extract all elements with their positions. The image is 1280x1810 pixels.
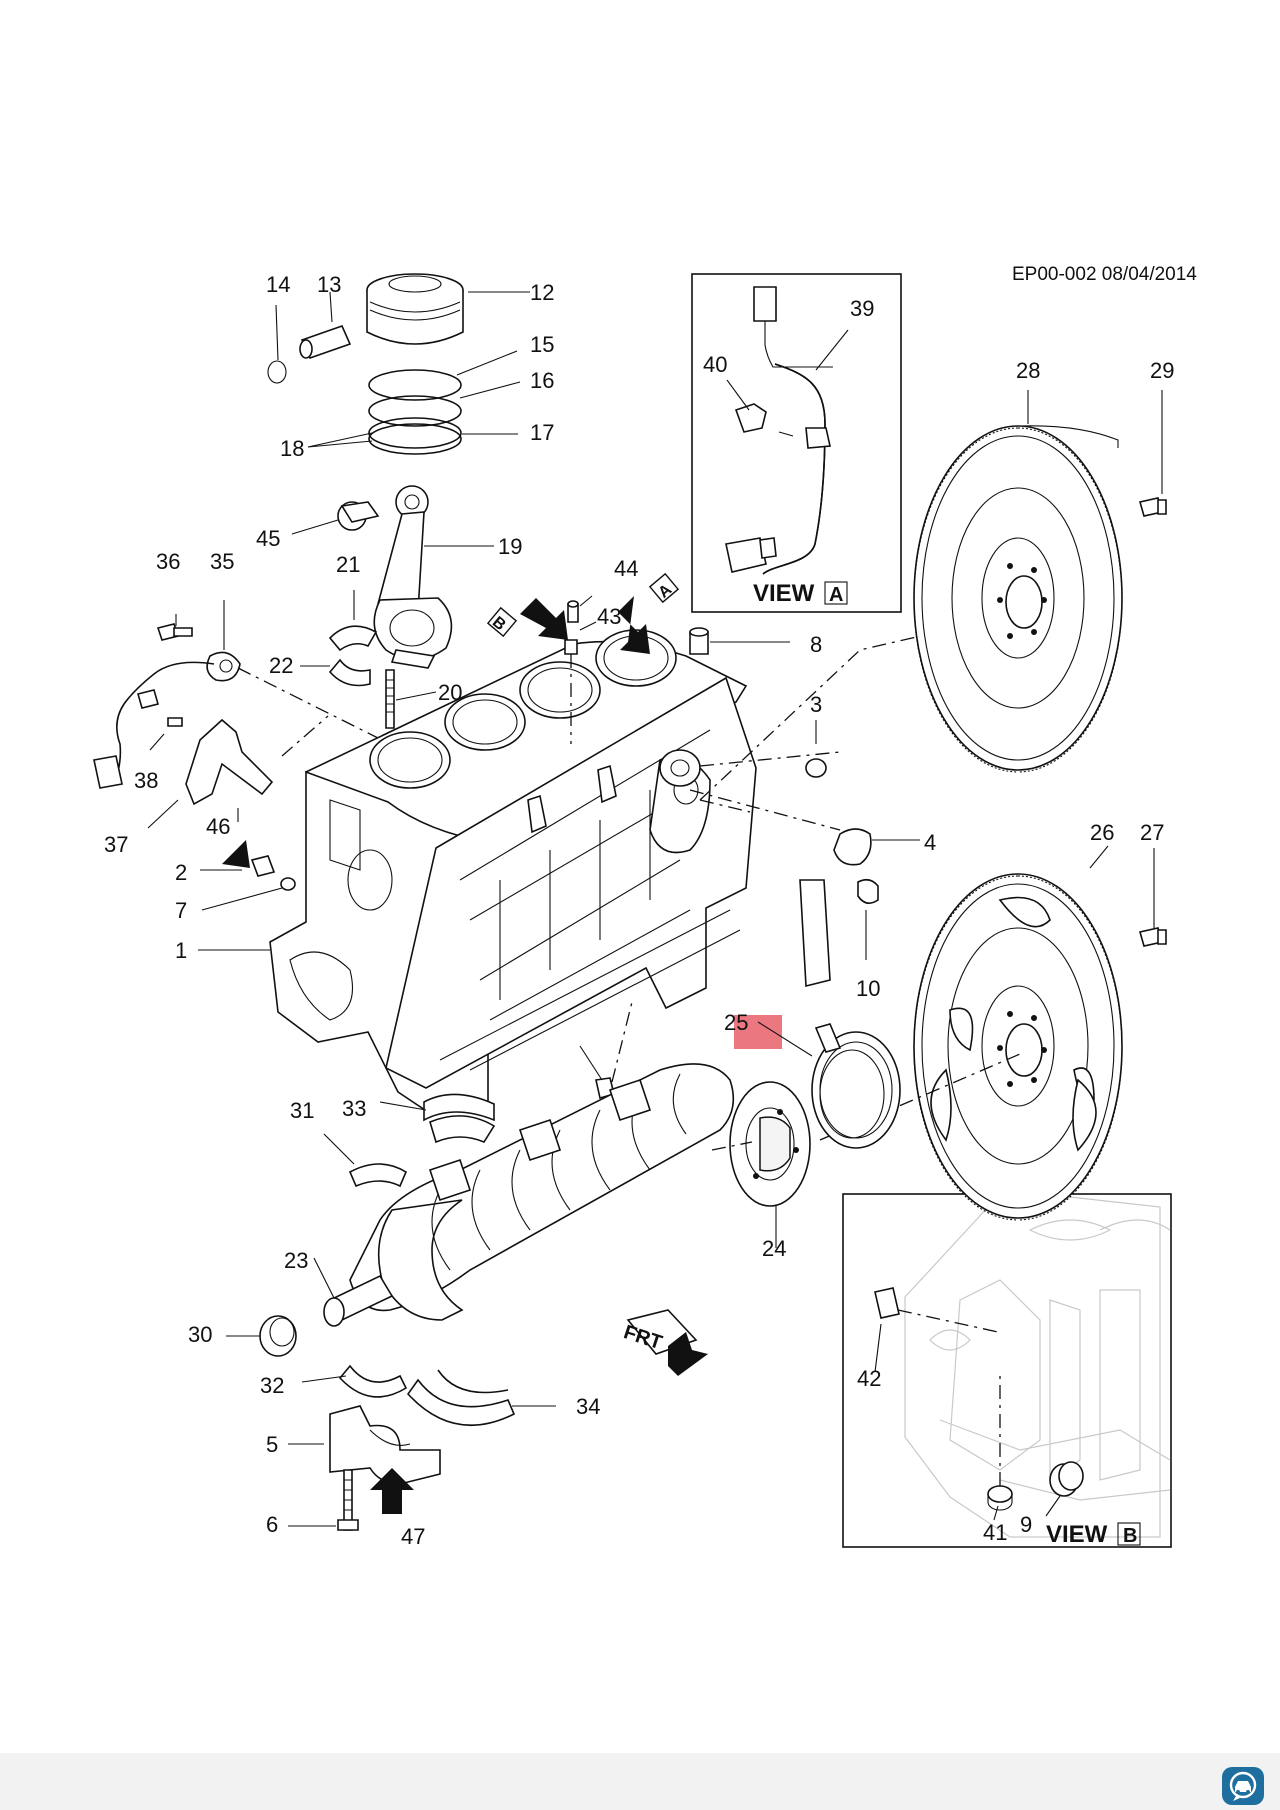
callout-2: 2 xyxy=(175,860,187,885)
view-a-inset: 39 40 VIEW A xyxy=(691,273,902,613)
callout-37: 37 xyxy=(104,832,128,857)
callout-22: 22 xyxy=(269,653,293,678)
callout-17: 17 xyxy=(530,420,554,445)
crankshaft: 23 30 xyxy=(188,1063,735,1357)
callout-15: 15 xyxy=(530,332,554,357)
callout-33: 33 xyxy=(342,1096,366,1121)
callout-25: 25 xyxy=(724,1010,748,1035)
callout-28: 28 xyxy=(1016,358,1040,383)
doc-reference: EP00-002 08/04/2014 xyxy=(1012,264,1197,285)
callout-31: 31 xyxy=(290,1098,314,1123)
callout-44: 44 xyxy=(614,556,638,581)
callout-35: 35 xyxy=(210,549,234,574)
flexplate-lower: 26 27 xyxy=(819,820,1167,1221)
engine-block: 44 43 8 3 4 10 11 2 7 1 xyxy=(175,556,991,1113)
callout-47: 47 xyxy=(401,1524,425,1549)
callout-13: 13 xyxy=(317,272,341,297)
rear-seal-and-plate: 25 24 xyxy=(711,1010,901,1261)
callout-14: 14 xyxy=(266,272,290,297)
callout-1: 1 xyxy=(175,938,187,963)
callout-32: 32 xyxy=(260,1373,284,1398)
callout-26: 26 xyxy=(1090,820,1114,845)
engine-block-exploded-diagram: EP00-002 08/04/2014 39 40 VIEW A xyxy=(93,264,1197,1549)
car-service-chat-icon xyxy=(1229,1771,1257,1801)
piston-assembly: 14 13 12 15 16 17 18 45 19 21 22 20 xyxy=(256,272,554,729)
callout-40: 40 xyxy=(703,352,727,377)
callout-27: 27 xyxy=(1140,820,1164,845)
callout-38: 38 xyxy=(134,768,158,793)
callout-3: 3 xyxy=(810,692,822,717)
callout-5: 5 xyxy=(266,1432,278,1457)
view-b-label: VIEW xyxy=(1046,1521,1108,1548)
callout-46: 46 xyxy=(206,814,230,839)
callout-18: 18 xyxy=(280,436,304,461)
view-a-letter: A xyxy=(829,584,843,606)
callout-16: 16 xyxy=(530,368,554,393)
callout-19: 19 xyxy=(498,534,522,559)
callout-4: 4 xyxy=(924,830,936,855)
flywheel-upper: 28 29 xyxy=(913,358,1174,773)
view-arrows: B A 46 xyxy=(206,572,680,868)
front-marker: FRT xyxy=(621,1309,708,1376)
callout-6: 6 xyxy=(266,1512,278,1537)
callout-30: 30 xyxy=(188,1322,212,1347)
callout-34: 34 xyxy=(576,1394,600,1419)
callout-7: 7 xyxy=(175,898,187,923)
callout-24: 24 xyxy=(762,1236,786,1261)
view-b-inset: 42 41 9 VIEW B xyxy=(842,1193,1172,1548)
callout-45: 45 xyxy=(256,526,280,551)
bearing-cap: 5 6 47 xyxy=(266,1405,441,1549)
callout-42: 42 xyxy=(857,1366,881,1391)
callout-21: 21 xyxy=(336,552,360,577)
callout-43: 43 xyxy=(597,604,621,629)
knock-sensor-harness: 36 35 38 37 xyxy=(93,549,379,857)
callout-10: 10 xyxy=(856,976,880,1001)
callout-12: 12 xyxy=(530,280,554,305)
main-bearings: 33 31 32 34 xyxy=(260,1093,600,1426)
callout-29: 29 xyxy=(1150,358,1174,383)
callout-39: 39 xyxy=(850,296,874,321)
callout-36: 36 xyxy=(156,549,180,574)
view-a-label: VIEW xyxy=(753,580,815,607)
callout-41: 41 xyxy=(983,1520,1007,1545)
footer-bar xyxy=(0,1753,1280,1810)
callout-8: 8 xyxy=(810,632,822,657)
help-chat-button[interactable] xyxy=(1222,1767,1264,1805)
callout-23: 23 xyxy=(284,1248,308,1273)
callout-9: 9 xyxy=(1020,1512,1032,1537)
view-b-letter: B xyxy=(1123,1525,1137,1547)
